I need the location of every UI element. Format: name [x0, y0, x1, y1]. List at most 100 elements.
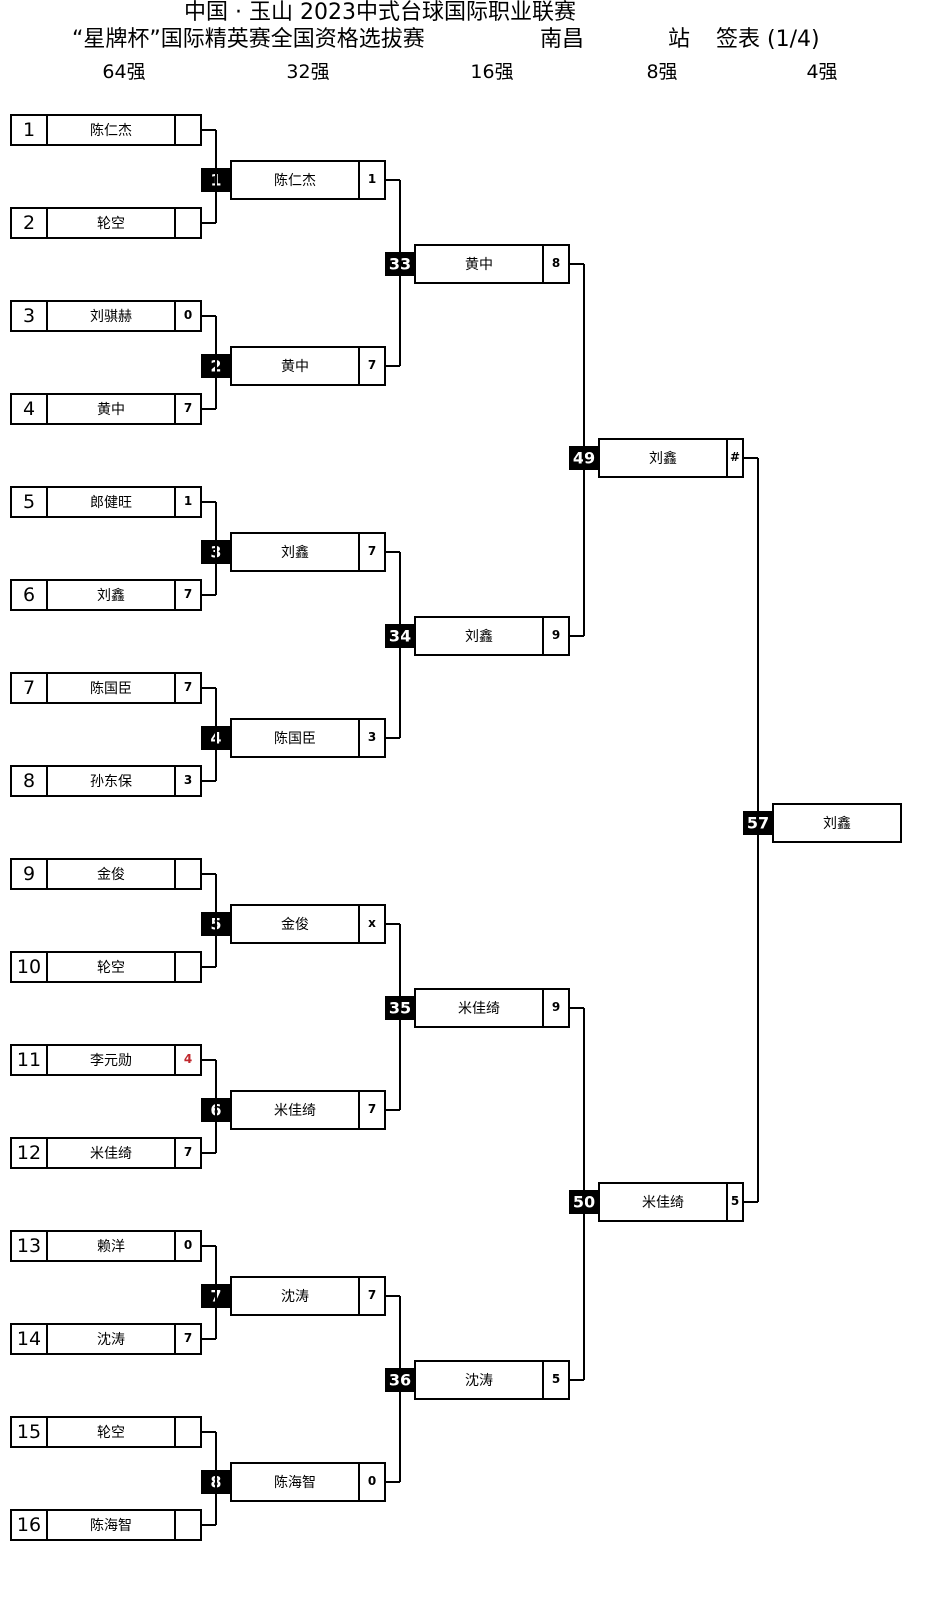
player-name: 米佳绮 [274, 1103, 316, 1119]
seed-number: 10 [17, 956, 41, 978]
round64-box [10, 1416, 202, 1448]
seed-number: 4 [23, 398, 35, 420]
round64-box [10, 858, 202, 890]
round64-box [10, 1323, 202, 1355]
round-label-64: 64强 [102, 61, 146, 83]
player-score: 0 [184, 308, 192, 322]
round64-box [10, 951, 202, 983]
player-score: 1 [184, 494, 192, 508]
player-name: 刘鑫 [649, 450, 677, 467]
round-label-16: 16强 [470, 61, 514, 83]
round32-entry: 6米佳绮7 [201, 1090, 386, 1130]
seed-number: 3 [23, 305, 35, 327]
round64-entry: 8 孙东保 3 [10, 765, 202, 797]
player-score: 3 [184, 773, 192, 787]
player-name: 轮空 [97, 960, 125, 976]
player-name: 轮空 [97, 1425, 125, 1441]
player-name: 刘鑫 [97, 587, 125, 604]
round64-box [10, 300, 202, 332]
round64-box [10, 393, 202, 425]
player-name: 刘鑫 [281, 544, 309, 561]
station-city: 南昌 [540, 27, 585, 52]
player-score: 1 [368, 172, 376, 186]
seed-number: 13 [17, 1235, 41, 1257]
round32-entry: 1陈仁杰1 [201, 160, 386, 200]
round64-entry: 4 黄中 7 [10, 393, 202, 425]
round32-entry: 8陈海智0 [201, 1462, 386, 1502]
player-score: 4 [184, 1052, 192, 1066]
player-name: 米佳绮 [642, 1195, 684, 1211]
player-name: 黄中 [97, 401, 125, 418]
player-name: 刘鑫 [823, 815, 851, 832]
round64-entry: 16 陈海智 [10, 1509, 202, 1541]
player-name: 郎健旺 [90, 495, 132, 511]
player-score: 0 [184, 1238, 192, 1252]
round64-box [10, 672, 202, 704]
player-score: 7 [184, 401, 192, 415]
player-name: 李元勋 [90, 1053, 132, 1069]
round32-entry: 3刘鑫7 [201, 532, 386, 572]
player-name: 孙东保 [90, 774, 132, 790]
player-name: 黄中 [281, 358, 309, 375]
round64-box [10, 114, 202, 146]
seed-number: 12 [17, 1142, 41, 1164]
round-label-4: 4强 [806, 61, 838, 83]
player-name: 陈海智 [90, 1517, 132, 1534]
player-score: 8 [552, 256, 560, 270]
seed-number: 9 [23, 863, 35, 885]
player-score: 9 [552, 628, 560, 642]
bracket-header: 中国 · 玉山 2023中式台球国际职业联赛 “星牌杯”国际精英赛全国资格选拔赛… [0, 0, 936, 90]
seed-number: 15 [17, 1421, 41, 1443]
player-score: 7 [368, 544, 376, 558]
player-score: 5 [552, 1372, 560, 1386]
player-name: 黄中 [465, 256, 493, 273]
player-name: 刘鑫 [465, 628, 493, 645]
round32-entry: 2黄中7 [201, 346, 386, 386]
player-score: 7 [368, 358, 376, 372]
player-name: 陈仁杰 [274, 172, 316, 189]
player-score: 7 [368, 1288, 376, 1302]
player-score: 7 [368, 1102, 376, 1116]
seed-number: 16 [17, 1514, 41, 1536]
player-score: 3 [368, 730, 376, 744]
player-score: 7 [184, 587, 192, 601]
player-name: 陈仁杰 [90, 122, 132, 139]
round64-entry: 1 陈仁杰 [10, 114, 202, 146]
round64-entry: 12 米佳绮 7 [10, 1137, 202, 1169]
player-name: 米佳绮 [90, 1146, 132, 1162]
round64-box [10, 1509, 202, 1541]
player-score: 9 [552, 1000, 560, 1014]
round8-box [598, 1182, 744, 1222]
tournament-subtitle: “星牌杯”国际精英赛全国资格选拔赛 [72, 27, 425, 52]
station-word: 站 [668, 27, 691, 52]
round64-box [10, 1230, 202, 1262]
player-score: # [730, 450, 740, 464]
seed-number: 14 [17, 1328, 41, 1350]
round64-box [10, 1137, 202, 1169]
player-name: 米佳绮 [458, 1001, 500, 1017]
player-name: 陈国臣 [274, 730, 316, 747]
player-score: x [368, 916, 376, 930]
round64-box [10, 486, 202, 518]
seed-number: 8 [23, 770, 35, 792]
player-score: 7 [184, 1145, 192, 1159]
seed-number: 11 [17, 1049, 41, 1071]
player-score: 5 [731, 1194, 739, 1208]
seed-number: 1 [23, 119, 35, 141]
